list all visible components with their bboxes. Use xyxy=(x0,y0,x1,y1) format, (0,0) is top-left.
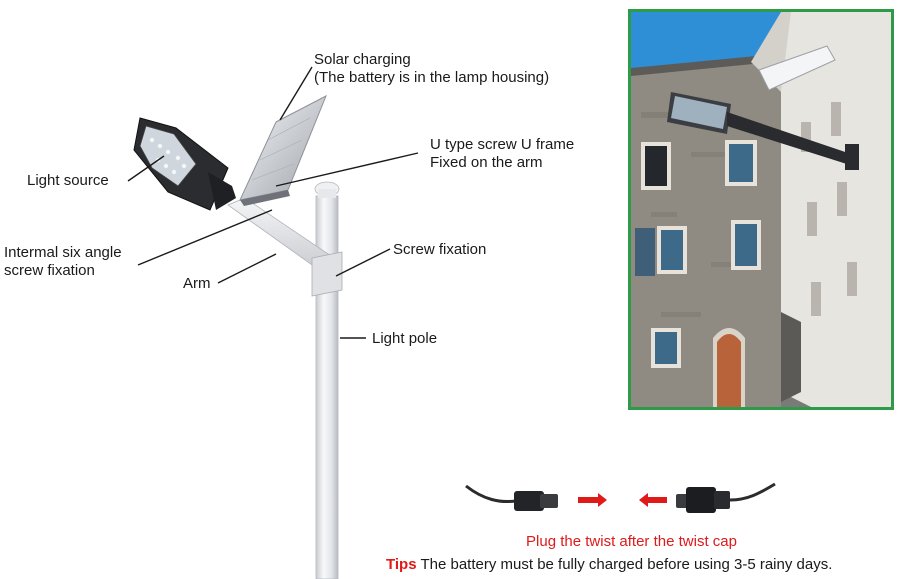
solar-panel xyxy=(239,94,327,206)
arrow-right-icon xyxy=(578,493,607,507)
tips-key: Tips xyxy=(386,556,417,573)
light-pole-label: Light pole xyxy=(372,330,438,347)
tips-line: Tips The battery must be fully charged b… xyxy=(386,556,832,573)
screw-fixation-label: Screw fixation xyxy=(393,241,487,258)
u-screw-title: U type screw U frame xyxy=(430,136,575,153)
u-screw-note: Fixed on the arm xyxy=(430,154,543,171)
installed-photo xyxy=(628,9,894,410)
installed-lamp xyxy=(667,45,859,170)
solar-charging-title: Solar charging xyxy=(314,51,411,68)
leader-lines xyxy=(127,66,419,339)
connector-caption: Plug the twist after the twist cap xyxy=(526,533,737,550)
internal-screw-title: Intermal six angle xyxy=(4,244,122,261)
internal-screw-label: Intermal six angle screw fixation xyxy=(4,244,122,280)
light-source-label: Light source xyxy=(27,172,109,189)
internal-screw-note: screw fixation xyxy=(4,262,95,279)
lamp-head xyxy=(133,117,236,211)
building-windows xyxy=(635,140,761,407)
u-screw-label: U type screw U frame Fixed on the arm xyxy=(430,136,574,172)
arrow-left-icon xyxy=(639,493,667,507)
arm-label: Arm xyxy=(183,275,211,292)
tips-text: The battery must be fully charged before… xyxy=(420,556,833,573)
light-pole xyxy=(314,181,340,579)
connector-illustration xyxy=(465,482,776,513)
solar-charging-note: (The battery is in the lamp housing) xyxy=(314,69,550,86)
arm xyxy=(227,197,343,297)
solar-charging-label: Solar charging (The battery is in the la… xyxy=(314,51,549,87)
